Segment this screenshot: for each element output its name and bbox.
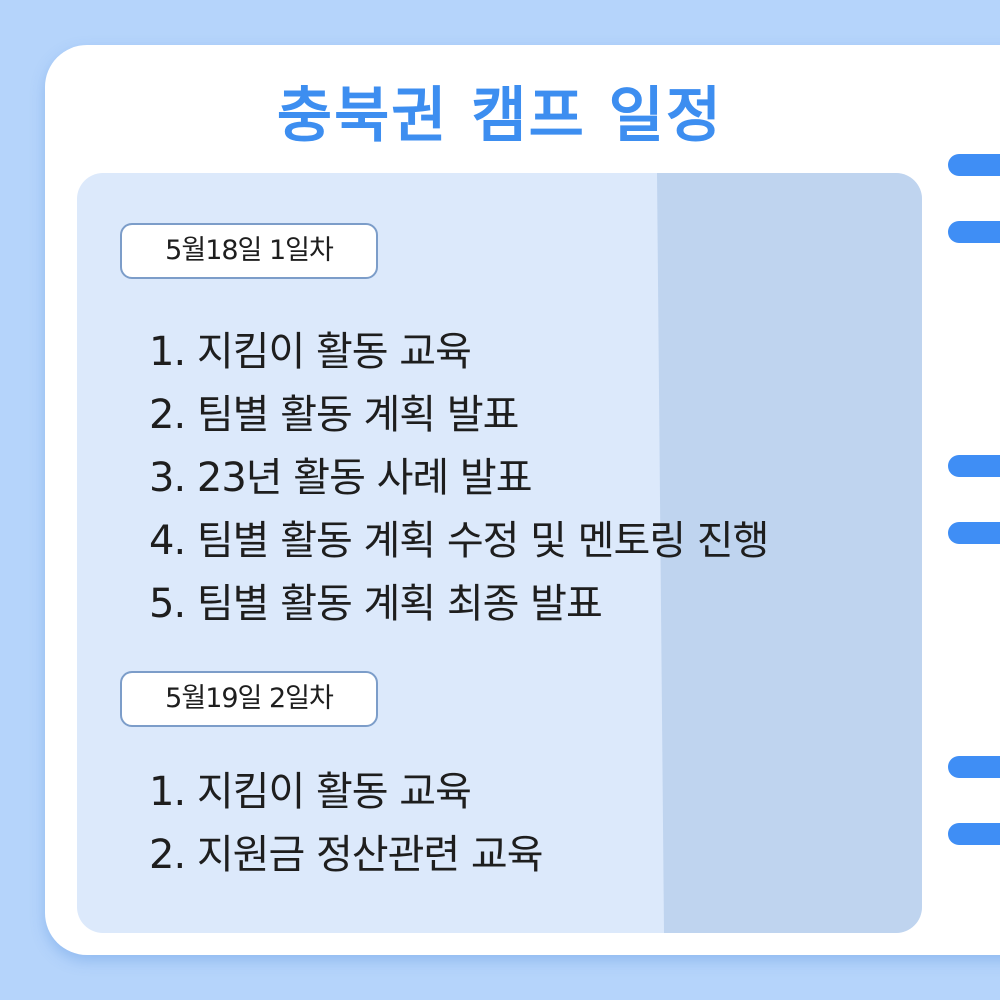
page-title: 충북권 캠프 일정 (276, 81, 724, 151)
schedule-panel: 5월18일 1일차 1. 지킴이 활동 교육 2. 팀별 활동 계획 발표 3.… (77, 173, 922, 933)
list-item: 5. 팀별 활동 계획 최종 발표 (149, 581, 603, 627)
binder-ring-decoration (948, 823, 1000, 845)
list-item: 2. 팀별 활동 계획 발표 (149, 392, 519, 438)
panel-shade-decoration (657, 173, 922, 933)
list-item: 1. 지킴이 활동 교육 (149, 769, 472, 815)
day-1-tag: 5월18일 1일차 (120, 223, 378, 279)
list-item: 3. 23년 활동 사례 발표 (149, 455, 533, 501)
list-item: 4. 팀별 활동 계획 수정 및 멘토링 진행 (149, 518, 769, 564)
binder-ring-decoration (948, 154, 1000, 176)
day-1-list: 1. 지킴이 활동 교육 2. 팀별 활동 계획 발표 3. 23년 활동 사례… (149, 321, 769, 636)
binder-ring-decoration (948, 221, 1000, 243)
list-item: 2. 지원금 정산관련 교육 (149, 832, 544, 878)
binder-ring-decoration (948, 756, 1000, 778)
day-2-list: 1. 지킴이 활동 교육 2. 지원금 정산관련 교육 (149, 761, 544, 887)
list-item: 1. 지킴이 활동 교육 (149, 329, 472, 375)
binder-ring-decoration (948, 522, 1000, 544)
binder-ring-decoration (948, 455, 1000, 477)
day-2-tag: 5월19일 2일차 (120, 671, 378, 727)
